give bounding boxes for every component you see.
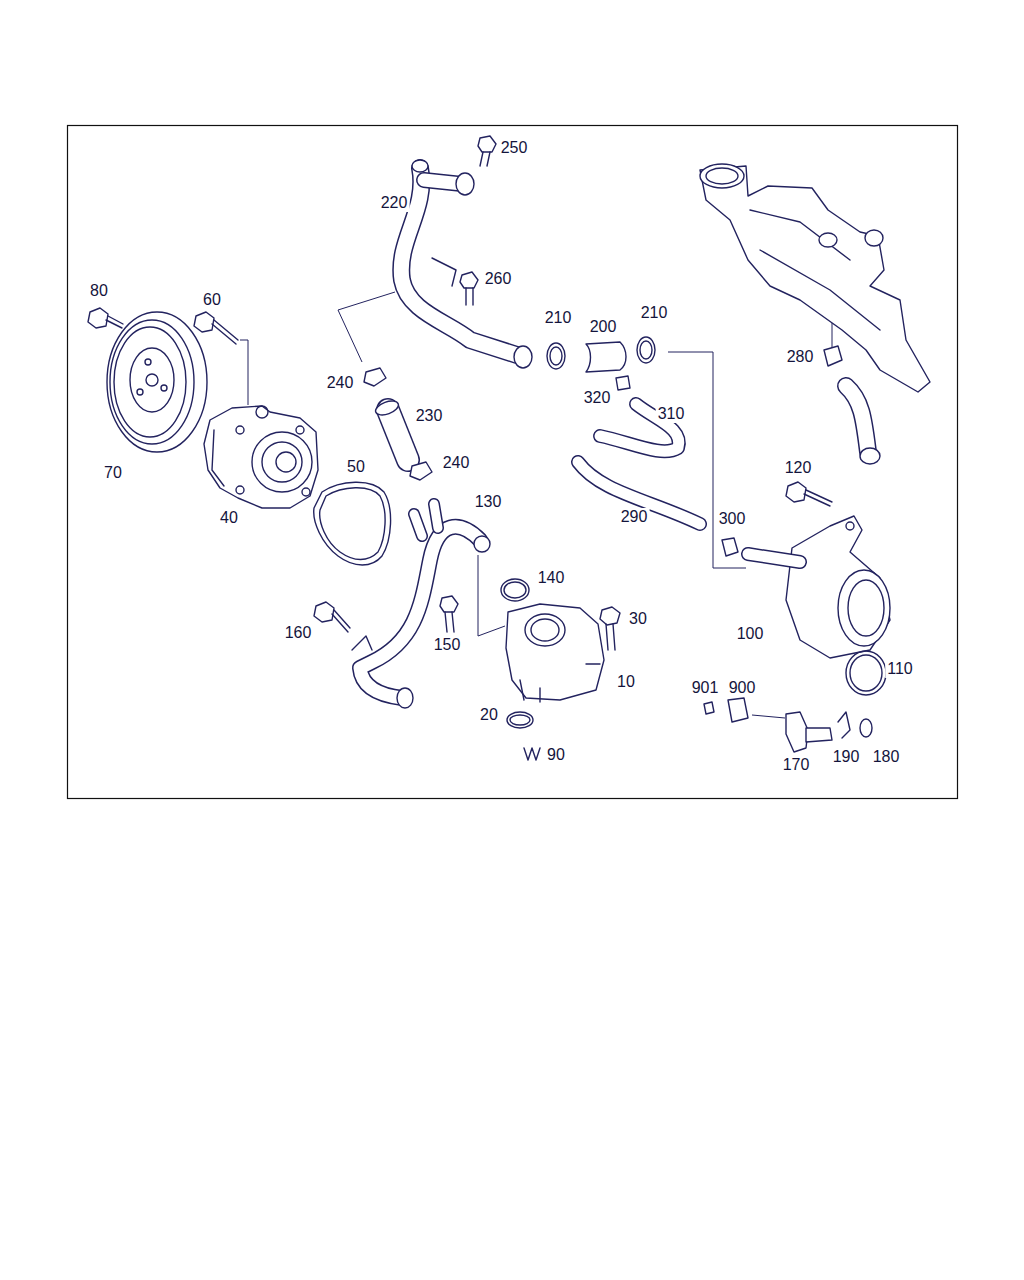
callout-number: 100 [735,625,766,643]
callout-number: 190 [831,748,862,766]
callout-number: 240 [325,374,356,392]
hoses [547,337,738,556]
pipe [352,504,490,708]
callout-number: 290 [619,508,650,526]
callout-number: 320 [582,389,613,407]
callout-number: 200 [588,318,619,336]
callout-number: 10 [615,673,637,691]
pulley [107,312,207,452]
callout-number: 310 [656,405,687,423]
callout-number: 210 [543,309,574,327]
callout-number: 60 [201,291,223,309]
callout-number: 160 [283,624,314,642]
callout-number: 260 [483,270,514,288]
callout-number: 210 [639,304,670,322]
callout-number: 110 [885,660,915,678]
water-pump [204,406,318,508]
thermostat-cover [748,516,890,695]
thermostat-housing [501,579,604,760]
callout-number: 140 [536,569,567,587]
leader-lines [240,244,832,718]
callout-number: 90 [545,746,567,764]
callout-number: 170 [781,756,812,774]
callout-number: 900 [727,679,758,697]
callout-number: 300 [717,510,748,528]
bolts [88,136,832,650]
frame [68,126,958,799]
callout-number: 50 [345,458,367,476]
sensor [704,698,872,752]
callout-number: 70 [102,464,124,482]
callout-number: 901 [690,679,721,697]
callout-number: 250 [499,139,530,157]
callout-number: 220 [379,194,410,212]
callout-number: 130 [473,493,504,511]
callout-number: 30 [627,610,649,628]
callout-number: 240 [441,454,472,472]
callout-number: 180 [871,748,902,766]
callout-number: 150 [432,636,463,654]
callout-number: 80 [88,282,110,300]
callout-number: 230 [414,407,445,425]
callout-number: 20 [478,706,500,724]
pipe [401,160,532,368]
callout-number: 280 [785,348,816,366]
gasket [314,482,391,565]
callout-number: 120 [783,459,814,477]
callout-number: 40 [218,509,240,527]
manifold [700,164,930,464]
